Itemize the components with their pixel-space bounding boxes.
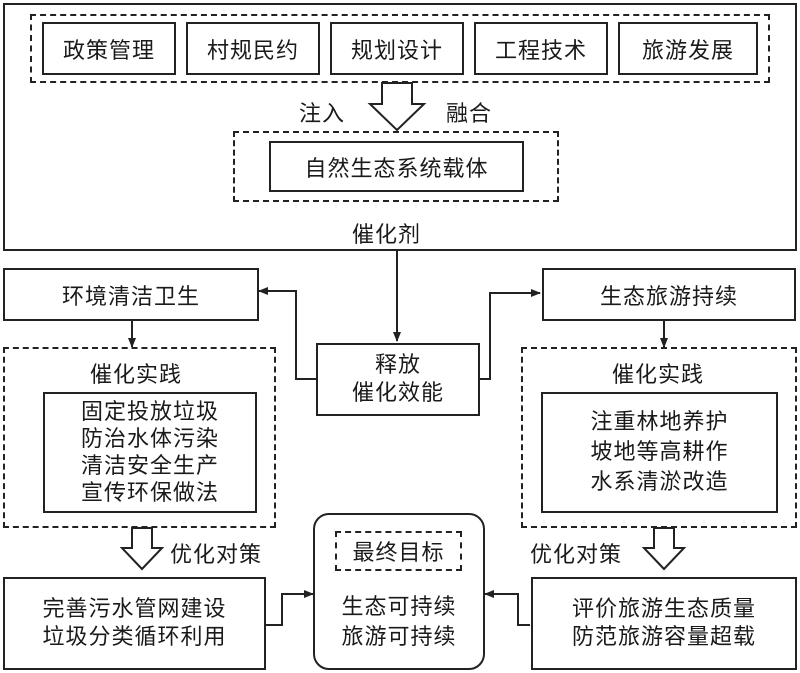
catalyst-label: 催化剂 <box>352 223 422 248</box>
top-frame <box>3 3 797 251</box>
carrier-group <box>233 131 559 202</box>
left-optimize-label: 优化对策 <box>170 543 263 568</box>
left-practice-group <box>3 347 276 528</box>
center-to-left-connector <box>258 287 316 380</box>
left-optimize-arrow <box>119 527 165 571</box>
goal-line-2: 旅游可持续 <box>341 625 457 650</box>
goal-lines: 生态可持续 旅游可持续 <box>315 590 483 656</box>
top-item-tourism: 旅游发展 <box>618 22 758 75</box>
top-items-group <box>30 14 770 83</box>
right-practice-group <box>521 347 797 528</box>
left-practice-item: 固定投放垃圾 <box>80 399 219 425</box>
right-practice-list: 注重林地养护 坡地等高耕作 水系清淤改造 <box>541 392 778 513</box>
right-counter-to-goal-connector <box>484 590 530 626</box>
right-countermeasures-box: 评价旅游生态质量 防范旅游容量超载 <box>531 577 797 670</box>
goal-heading: 最终目标 <box>335 531 462 571</box>
right-countermeasure-item: 评价旅游生态质量 <box>571 596 756 622</box>
right-practice-heading: 催化实践 <box>612 363 705 388</box>
left-practice-item: 防治水体污染 <box>80 426 219 452</box>
release-line-1: 释放 <box>374 352 421 378</box>
merge-label: 融合 <box>446 102 493 127</box>
inject-arrow <box>367 82 427 132</box>
right-practice-item: 坡地等高耕作 <box>590 439 729 465</box>
release-line-2: 催化效能 <box>351 380 444 406</box>
left-practice-list: 固定投放垃圾 防治水体污染 清洁安全生产 宣传环保做法 <box>43 392 257 513</box>
top-item-engineering: 工程技术 <box>474 22 608 75</box>
right-optimize-arrow <box>641 527 687 571</box>
left-practice-item: 清洁安全生产 <box>80 453 219 479</box>
release-efficacy-box: 释放 催化效能 <box>316 343 480 416</box>
inject-label: 注入 <box>299 102 346 127</box>
top-item-planning: 规划设计 <box>330 22 464 75</box>
goal-line-1: 生态可持续 <box>341 595 457 620</box>
left-practice-item: 宣传环保做法 <box>80 480 219 506</box>
goal-box <box>313 513 485 670</box>
top-item-village-rules: 村规民约 <box>186 22 320 75</box>
left-countermeasure-item: 完善污水管网建设 <box>42 596 227 622</box>
right-practice-item: 注重林地养护 <box>590 409 729 435</box>
right-countermeasure-item: 防范旅游容量超载 <box>571 624 756 650</box>
carrier-box: 自然生态系统载体 <box>269 141 524 192</box>
center-to-right-connector <box>480 289 541 380</box>
right-practice-item: 水系清淤改造 <box>590 469 729 495</box>
right-optimize-label: 优化对策 <box>530 543 623 568</box>
left-countermeasures-box: 完善污水管网建设 垃圾分类循环利用 <box>3 577 266 670</box>
left-countermeasure-item: 垃圾分类循环利用 <box>42 624 227 650</box>
top-item-policy: 政策管理 <box>42 22 176 75</box>
left-counter-to-goal-connector <box>266 590 314 626</box>
right-title-box: 生态旅游持续 <box>542 268 796 321</box>
left-practice-heading: 催化实践 <box>90 363 183 388</box>
left-title-box: 环境清洁卫生 <box>3 268 259 321</box>
